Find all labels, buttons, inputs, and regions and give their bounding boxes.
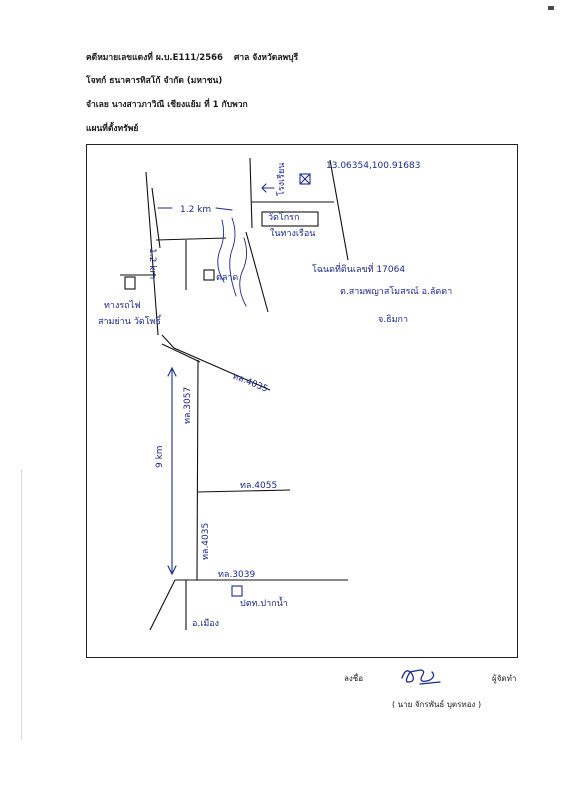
arrow-left-icon xyxy=(261,183,275,193)
case-number: ผ.บ.E111/2566 xyxy=(155,53,223,63)
map-frame xyxy=(86,144,518,658)
railway-marker-box xyxy=(124,276,136,290)
map-title: แผนที่ตั้งทรัพย์ xyxy=(86,124,138,135)
page-corner-mark xyxy=(548,6,554,10)
case-number-line: คดีหมายเลขแดงที่ ผ.บ.E111/2566 ศาล จังหว… xyxy=(86,53,298,64)
road-4035-a-text: ทล.4035 xyxy=(231,372,269,395)
road-4055-text: ทล.4055 xyxy=(240,481,277,491)
defendant-name: นางสาวภาวิณี เชียงแย้ม ที่ 1 กับพวก xyxy=(111,100,248,110)
defendant-line: จำเลย นางสาวภาวิณี เชียงแย้ม ที่ 1 กับพว… xyxy=(86,100,248,111)
plaintiff-name: ธนาคารทิสโก้ จำกัด (มหาชน) xyxy=(109,76,223,86)
gas-station-box xyxy=(231,585,243,597)
plaintiff-line: โจทก์ ธนาคารทิสโก้ จำกัด (มหาชน) xyxy=(86,76,222,87)
sign-label: ลงชื่อ xyxy=(344,674,364,683)
road-diagonal-4035 xyxy=(161,334,271,391)
subdistrict-text: ต.สามพญาสโมสรณ์ อ.ลัดดา xyxy=(340,285,452,297)
signer-role: ผู้จัดทำ xyxy=(492,674,517,683)
temple-sub-text: ในทางเรือน xyxy=(270,228,315,239)
distance-side-text: 1.2 km xyxy=(147,248,157,279)
road-cross-upper xyxy=(155,237,227,241)
plaintiff-label: โจทก์ xyxy=(86,76,107,86)
road-3057-text: ทล.3057 xyxy=(183,387,193,424)
road-main-vertical xyxy=(196,359,199,581)
scan-edge-line xyxy=(21,470,22,740)
landmark-left-text: ทางรถไฟ xyxy=(104,300,141,311)
temple-box xyxy=(261,211,319,227)
distance-arrow-top xyxy=(157,207,233,211)
market-text: ตลาด xyxy=(216,273,238,283)
property-marker xyxy=(299,173,311,185)
deed-number-text: โฉนดที่ดินเลขที่ 17064 xyxy=(312,262,405,275)
handwritten-signature xyxy=(401,669,441,685)
distance-arrow-main xyxy=(167,366,177,576)
distance-top-text: 1.2 km xyxy=(180,205,211,215)
road-branch-4055 xyxy=(196,489,291,493)
coordinates-text: 13.06354,100.91683 xyxy=(326,161,420,171)
road-4035-b-text: ทล.4035 xyxy=(201,523,211,560)
road-3039-text: ทล.3039 xyxy=(218,570,255,580)
road-bottom-diagonal xyxy=(149,579,176,631)
court-label: ศาล xyxy=(233,53,250,63)
market-box xyxy=(203,269,215,281)
signer-name: ( นาย จักรพันธ์ บุตรทอง ) xyxy=(392,700,482,709)
property-x-mark xyxy=(300,174,310,184)
canal-line-2 xyxy=(229,217,237,297)
map-title-text: แผนที่ตั้งทรัพย์ xyxy=(86,124,139,134)
district-bottom-text: อ.เมือง xyxy=(192,618,219,629)
road-diagonal-inner xyxy=(161,343,201,363)
court-name: จังหวัดลพบุรี xyxy=(252,53,299,63)
road-upper-right-vertical xyxy=(249,157,253,229)
canal-line-3 xyxy=(239,237,247,307)
gas-station-text: ปตท.ปากน้ำ xyxy=(240,596,288,609)
province-text: จ.ธิมกา xyxy=(378,314,408,325)
canal-line-1 xyxy=(217,219,225,283)
defendant-label: จำเลย xyxy=(86,100,109,110)
road-right-slant xyxy=(245,231,269,313)
temple-text: วัดโกรก xyxy=(268,212,299,223)
case-label: คดีหมายเลขแดงที่ xyxy=(86,53,153,63)
road-upper-right-slant xyxy=(329,159,349,261)
distance-main-text: 9 km xyxy=(155,445,165,468)
school-text: โรงเรียน xyxy=(276,163,287,196)
road-upper-left xyxy=(145,171,159,336)
landmark-left-sub-text: สามย่าน วัดโพธิ์ xyxy=(98,314,162,327)
road-upper-left-inner xyxy=(151,187,161,249)
